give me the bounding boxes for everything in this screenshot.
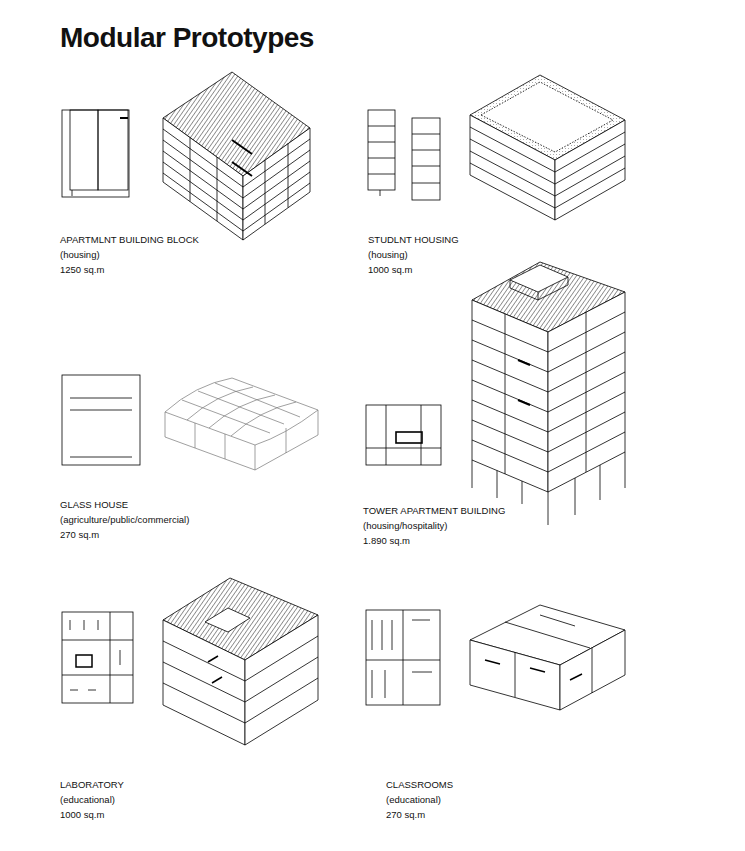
prototype-area: 1.890 sq.m xyxy=(363,535,410,547)
apartment-iso xyxy=(163,72,310,240)
prototype-name: LABORATORY xyxy=(60,779,124,791)
prototype-name: TOWER APARTMENT BUILDING xyxy=(363,505,505,517)
prototype-use: (housing/hospitality) xyxy=(363,520,448,532)
prototype-name: GLASS HOUSE xyxy=(60,499,128,511)
prototype-area: 1000 sq.m xyxy=(368,264,412,276)
prototype-use: (educational) xyxy=(386,794,441,806)
classrooms-iso xyxy=(470,605,625,710)
prototype-area: 270 sq.m xyxy=(386,809,425,821)
student-iso xyxy=(470,75,625,220)
page-title: Modular Prototypes xyxy=(60,22,314,54)
student-plan xyxy=(368,110,440,200)
glasshouse-plan xyxy=(62,375,140,465)
prototype-name: APARTMLNT BUILDING BLOCK xyxy=(60,234,199,246)
prototype-name: CLASSROOMS xyxy=(386,779,453,791)
prototype-area: 1250 sq.m xyxy=(60,264,104,276)
prototype-name: STUDLNT HOUSING xyxy=(368,234,459,246)
prototype-use: (educational) xyxy=(60,794,115,806)
laboratory-iso xyxy=(163,578,318,745)
prototype-use: (housing) xyxy=(368,249,408,261)
classrooms-plan xyxy=(366,610,440,705)
tower-iso xyxy=(472,262,625,525)
prototype-area: 1000 sq.m xyxy=(60,809,104,821)
glasshouse-iso xyxy=(165,378,318,470)
prototype-use: (housing) xyxy=(60,249,100,261)
apartment-plan xyxy=(62,110,129,197)
tower-plan xyxy=(366,405,441,465)
prototype-area: 270 sq.m xyxy=(60,529,99,541)
prototype-use: (agriculture/public/commercial) xyxy=(60,514,189,526)
laboratory-plan xyxy=(62,612,133,703)
